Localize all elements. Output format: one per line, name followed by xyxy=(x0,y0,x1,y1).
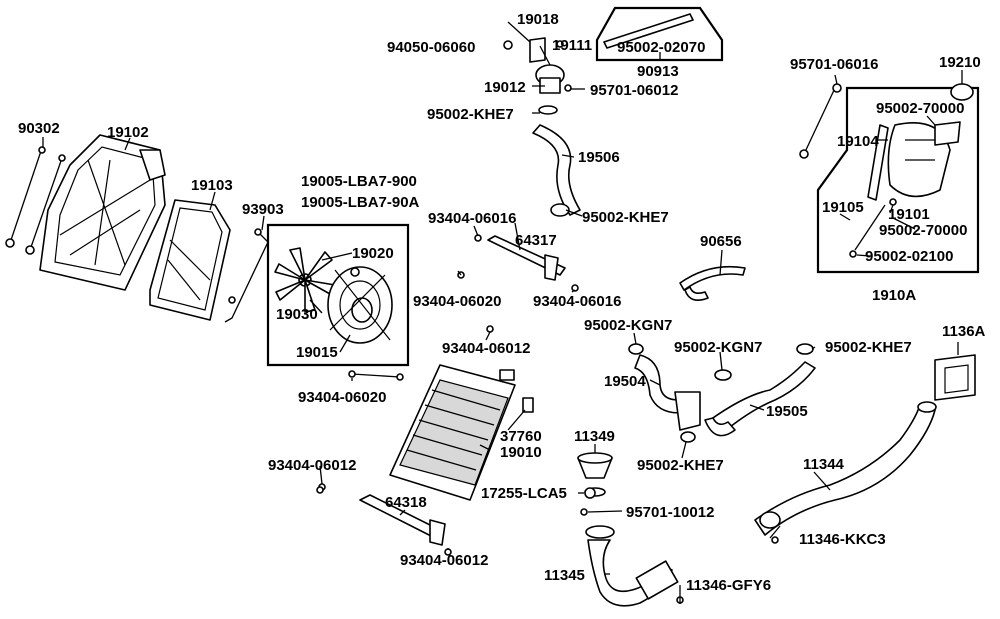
fan-blade xyxy=(274,247,336,313)
cap-19210 xyxy=(950,83,974,101)
label-19101: 19101 xyxy=(888,206,930,223)
radiator-screen xyxy=(149,199,231,321)
label-95701-06012: 95701-06012 xyxy=(590,82,678,99)
leader-lines xyxy=(42,21,963,604)
label-19010: 19010 xyxy=(500,444,542,461)
label-11345: 11345 xyxy=(544,567,585,584)
label-95701-10012: 95701-10012 xyxy=(626,504,714,521)
reservoir-assembly-box xyxy=(816,86,980,274)
label-64317: 64317 xyxy=(515,232,557,249)
label-95002-khe7-mid: 95002-KHE7 xyxy=(582,209,669,226)
label-95002-khe7-top: 95002-KHE7 xyxy=(427,106,514,123)
air-box-1136a xyxy=(934,354,976,401)
label-93404-06012-bottom: 93404-06012 xyxy=(400,552,488,569)
sensor-37760 xyxy=(522,397,534,413)
label-90913: 90913 xyxy=(637,63,679,80)
label-19103: 19103 xyxy=(191,177,233,194)
label-19005-lba7-90a: 19005-LBA7-90A xyxy=(301,194,420,211)
label-19020: 19020 xyxy=(352,245,394,262)
label-93404-06020-bottom: 93404-06020 xyxy=(298,389,386,406)
hose-19504 xyxy=(628,343,701,443)
label-95002-kgn7-right: 95002-KGN7 xyxy=(674,339,762,356)
label-19105: 19105 xyxy=(822,199,864,216)
hose-19505 xyxy=(704,343,816,437)
label-19210: 19210 xyxy=(939,54,981,71)
misc-fasteners xyxy=(316,486,779,604)
hose-kit-box xyxy=(595,6,724,62)
label-19102: 19102 xyxy=(107,124,149,141)
label-11349: 11349 xyxy=(574,428,615,445)
label-1136a: 1136A xyxy=(942,323,986,340)
part-labels: 94050-06060 19018 19111 95002-02070 9091… xyxy=(18,11,986,594)
label-64318: 64318 xyxy=(385,494,427,511)
label-95002-khe7-bottom: 95002-KHE7 xyxy=(637,457,724,474)
thermostat-11349 xyxy=(577,452,613,497)
duct-11345 xyxy=(585,525,679,607)
label-93404-06016-top: 93404-06016 xyxy=(428,210,516,227)
fan-assembly-box xyxy=(266,223,410,367)
label-19104: 19104 xyxy=(837,133,879,150)
label-19012: 19012 xyxy=(484,79,526,96)
label-19005-lba7-900: 19005-LBA7-900 xyxy=(301,173,417,190)
bolt-95701-06016 xyxy=(799,83,842,159)
label-94050-06060: 94050-06060 xyxy=(387,39,475,56)
label-93404-06016-right: 93404-06016 xyxy=(533,293,621,310)
label-19030: 19030 xyxy=(276,306,318,323)
hose-90913 xyxy=(603,13,694,49)
label-19015: 19015 xyxy=(296,344,338,361)
label-37760: 37760 xyxy=(500,428,542,445)
label-19111: 19111 xyxy=(552,37,592,54)
label-95002-02100: 95002-02100 xyxy=(865,248,953,265)
label-95002-70000-bottom: 95002-70000 xyxy=(879,222,967,239)
label-93404-06012-mid: 93404-06012 xyxy=(442,340,530,357)
bolt-90302 xyxy=(5,146,66,255)
reservoir-tank xyxy=(849,121,961,258)
label-19506: 19506 xyxy=(578,149,620,166)
label-11346-kkc3: 11346-KKC3 xyxy=(799,531,886,548)
label-95002-khe7-right: 95002-KHE7 xyxy=(825,339,912,356)
label-93404-06012-left: 93404-06012 xyxy=(268,457,356,474)
clamp-90656 xyxy=(679,265,746,301)
bracket-64317 xyxy=(457,234,579,292)
label-17255-lca5: 17255-LCA5 xyxy=(481,485,567,502)
hose-19506 xyxy=(532,105,581,217)
label-90302: 90302 xyxy=(18,120,60,137)
label-95002-02070: 95002-02070 xyxy=(617,39,705,56)
label-95701-06016: 95701-06016 xyxy=(790,56,878,73)
label-93404-06020-top: 93404-06020 xyxy=(413,293,501,310)
duct-11344 xyxy=(754,401,937,536)
clip-93903 xyxy=(224,228,269,323)
bolts xyxy=(348,325,494,381)
label-11346-gfy6: 11346-GFY6 xyxy=(686,577,771,594)
label-95002-70000-top: 95002-70000 xyxy=(876,100,964,117)
label-90656: 90656 xyxy=(700,233,742,250)
fan-shroud xyxy=(327,266,393,344)
label-19505: 19505 xyxy=(766,403,808,420)
radiator-shroud xyxy=(39,134,166,291)
label-95002-kgn7-left: 95002-KGN7 xyxy=(584,317,672,334)
label-19504: 19504 xyxy=(604,373,646,390)
label-19018: 19018 xyxy=(517,11,559,28)
label-11344: 11344 xyxy=(803,456,845,473)
label-93903: 93903 xyxy=(242,201,284,218)
radiator-core xyxy=(389,364,516,501)
label-1910a: 1910A xyxy=(872,287,916,304)
